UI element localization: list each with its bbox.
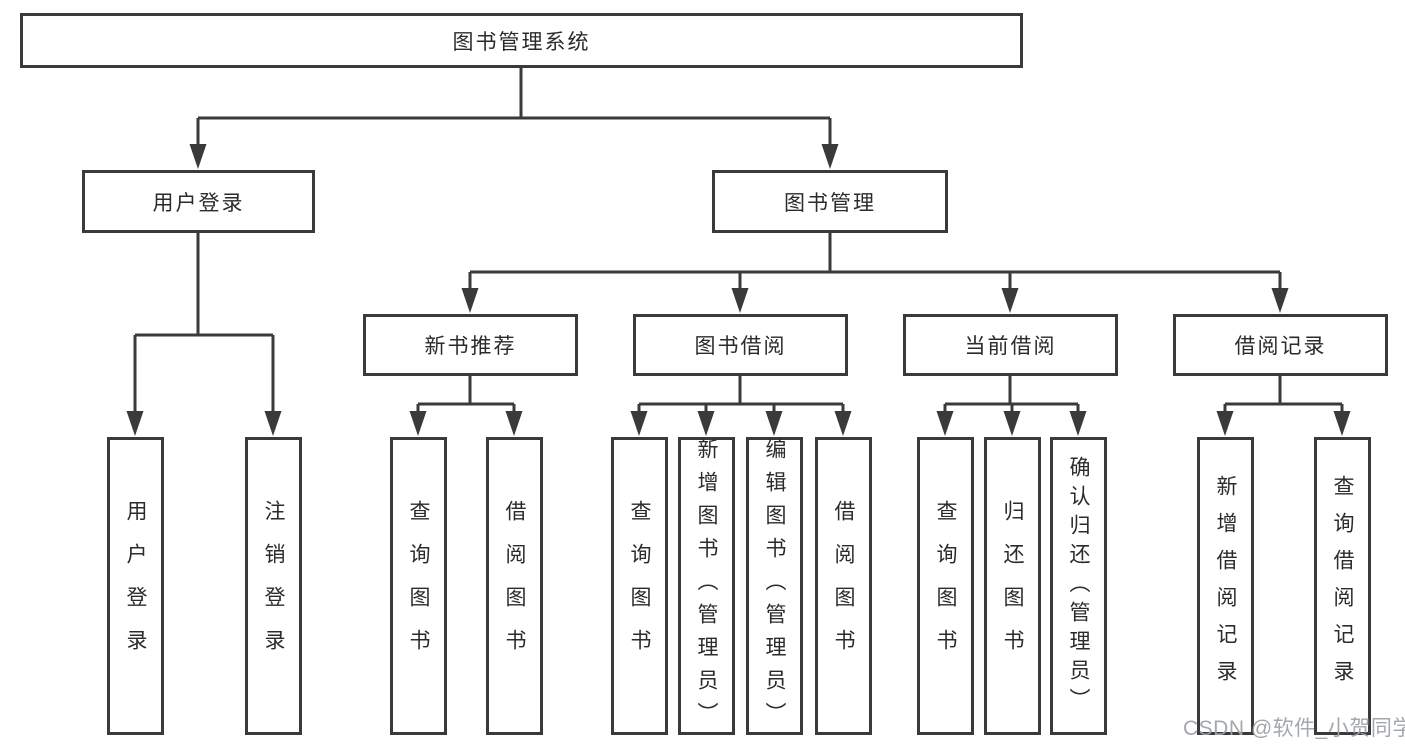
leaf-add-books-admin: 新增图书（管理员）: [678, 437, 735, 735]
node-new-book-recommend: 新书推荐: [363, 314, 578, 376]
node-book-management: 图书管理: [712, 170, 948, 233]
watermark-text: CSDN @软件_小贺同学: [1183, 717, 1405, 740]
leaf-logout: 注销登录: [245, 437, 302, 735]
node-library-management-system: 图书管理系统: [20, 13, 1023, 68]
node-borrow-records: 借阅记录: [1173, 314, 1388, 376]
leaf-return-books: 归还图书: [984, 437, 1041, 735]
leaf-user-login: 用户登录: [107, 437, 164, 735]
leaf-borrow-books-recommend: 借阅图书: [486, 437, 543, 735]
leaf-query-books-current: 查询图书: [917, 437, 974, 735]
leaf-query-borrow-record: 查询借阅记录: [1314, 437, 1371, 735]
leaf-query-books-recommend: 查询图书: [390, 437, 447, 735]
node-book-borrow: 图书借阅: [633, 314, 848, 376]
leaf-query-books-borrow: 查询图书: [611, 437, 668, 735]
leaf-edit-books-admin: 编辑图书（管理员）: [746, 437, 803, 735]
node-current-borrow: 当前借阅: [903, 314, 1118, 376]
leaf-confirm-return-admin: 确认归还（管理员）: [1050, 437, 1107, 735]
leaf-add-borrow-record: 新增借阅记录: [1197, 437, 1254, 735]
leaf-borrow-books: 借阅图书: [815, 437, 872, 735]
node-user-login: 用户登录: [82, 170, 315, 233]
